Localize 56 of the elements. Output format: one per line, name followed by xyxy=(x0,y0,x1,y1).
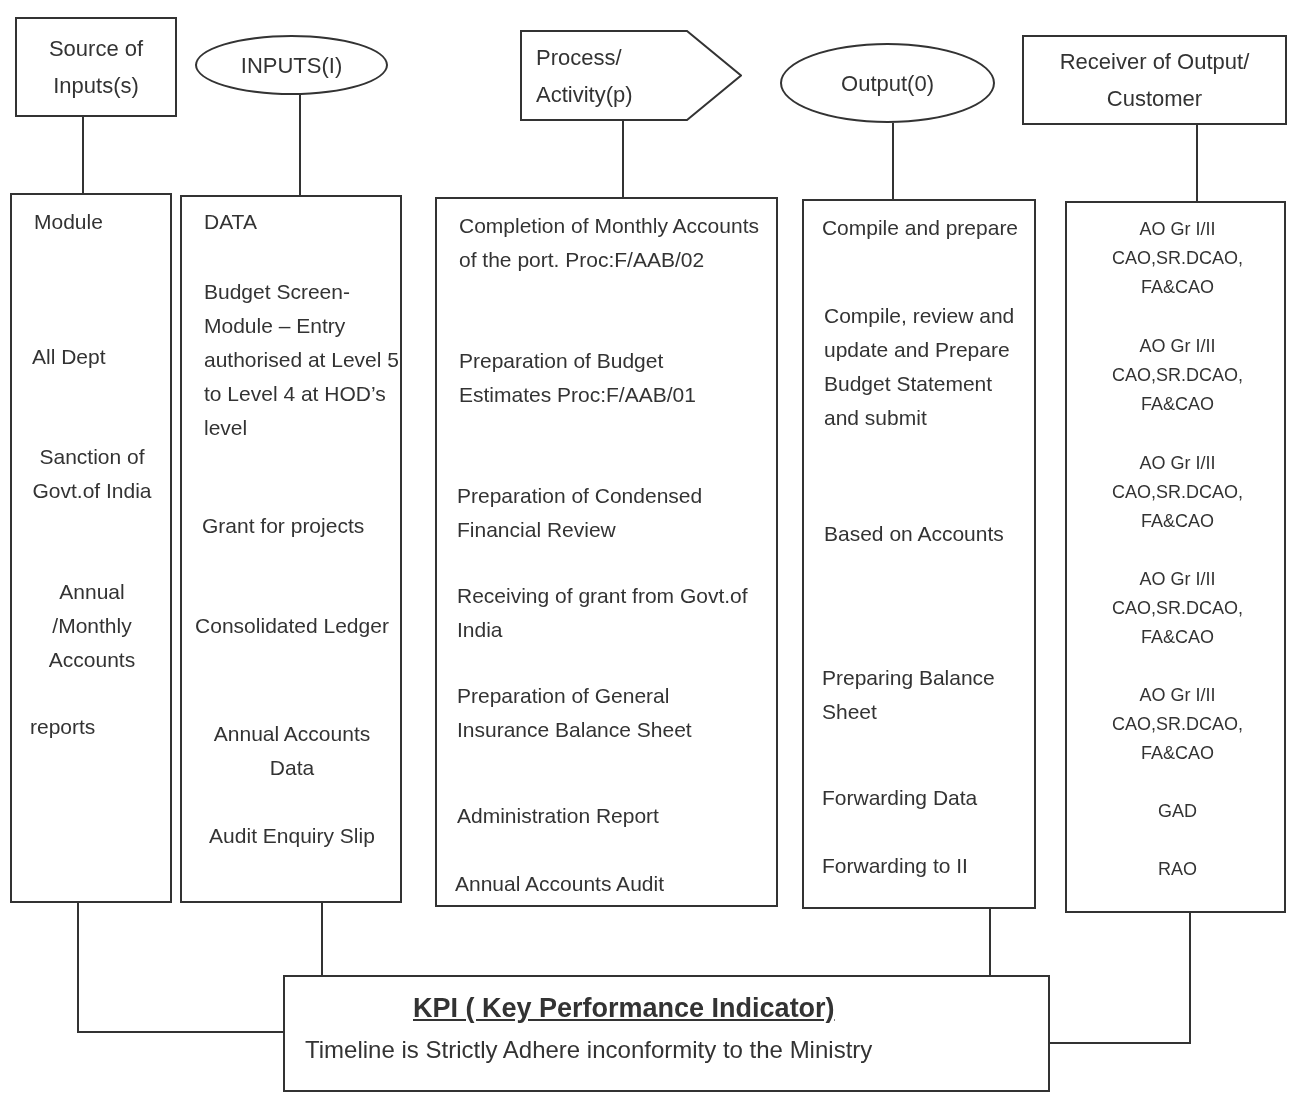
column-text: Administration Report xyxy=(457,803,660,829)
column-box xyxy=(180,195,402,903)
header-box xyxy=(1022,35,1287,125)
column-box xyxy=(1065,201,1286,913)
column-text: Compile, review and update and Prepare Budget Statement and submit xyxy=(824,303,1016,431)
column-text: Preparing Balance Sheet xyxy=(822,665,996,725)
header-box xyxy=(15,17,177,117)
column-box xyxy=(802,199,1036,909)
header-text: Source of Inputs(s) xyxy=(47,35,145,100)
column-text: Annual Accounts Audit xyxy=(455,871,665,897)
kpi-box xyxy=(283,975,1050,1092)
column-text: reports xyxy=(30,714,97,740)
header-text: INPUTS(I) xyxy=(240,51,343,80)
column-text: AO Gr I/II CAO,SR.DCAO, FA&CAO xyxy=(1111,684,1244,765)
column-text: Preparation of Budget Estimates Proc:F/AAB/01 xyxy=(459,348,697,408)
connector-line xyxy=(77,902,284,1033)
header-text: Process/ Activity(p) xyxy=(536,43,634,109)
header-pentagon xyxy=(520,30,742,121)
column-text: All Dept xyxy=(32,344,107,370)
column-text: Preparation of Condensed Financial Review xyxy=(457,483,704,543)
column-text: GAD xyxy=(1157,800,1198,823)
connector-line xyxy=(299,93,301,196)
column-text: Receiving of grant from Govt.of India xyxy=(457,583,749,643)
column-text: Annual Accounts Data xyxy=(212,721,372,781)
column-text: Forwarding Data xyxy=(822,785,979,811)
column-text: AO Gr I/II CAO,SR.DCAO, FA&CAO xyxy=(1111,335,1244,416)
column-text: Based on Accounts xyxy=(824,521,1005,547)
column-text: Budget Screen-Module – Entry authorised at Level 5 to Level 4 at HOD’s level xyxy=(204,279,399,441)
column-text: Annual /Monthly Accounts xyxy=(47,579,137,673)
column-box xyxy=(435,197,778,907)
header-text: Output(0) xyxy=(841,69,934,98)
connector-line xyxy=(1196,124,1198,202)
column-text: Sanction of Govt.of India xyxy=(31,444,153,504)
kpi-heading: KPI ( Key Performance Indicator) xyxy=(413,992,835,1025)
column-text: Compile and prepare xyxy=(820,215,1020,241)
column-text: Module xyxy=(34,209,104,235)
kpi-text: Timeline is Strictly Adhere inconformity to the Ministry xyxy=(305,1035,873,1065)
connector-line xyxy=(1049,912,1191,1044)
column-text: AO Gr I/II CAO,SR.DCAO, FA&CAO xyxy=(1111,218,1244,299)
column-text: Consolidated Ledger xyxy=(194,613,390,639)
column-text: Forwarding to II xyxy=(822,853,969,879)
connector-line xyxy=(321,902,323,976)
column-text: Grant for projects xyxy=(202,513,366,539)
column-text: AO Gr I/II CAO,SR.DCAO, FA&CAO xyxy=(1111,452,1244,533)
column-box xyxy=(10,193,172,903)
connector-line xyxy=(82,116,84,194)
column-text: RAO xyxy=(1157,858,1198,881)
column-text: Completion of Monthly Accounts of the port. Proc:F/AAB/02 xyxy=(459,213,759,273)
connector-line xyxy=(989,908,991,976)
column-text: Preparation of General Insurance Balance Sheet xyxy=(457,683,693,743)
header-text: Receiver of Output/ Customer xyxy=(1058,48,1251,113)
connector-line xyxy=(892,121,894,200)
column-text: Audit Enquiry Slip xyxy=(208,823,376,849)
connector-line xyxy=(622,120,624,198)
column-text: DATA xyxy=(204,209,258,235)
column-text: AO Gr I/II CAO,SR.DCAO, FA&CAO xyxy=(1111,568,1244,649)
